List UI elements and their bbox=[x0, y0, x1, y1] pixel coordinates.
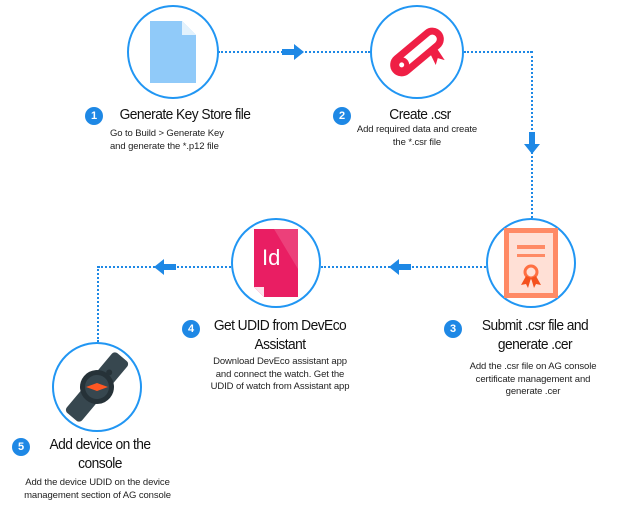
step-2-description: Add required data and create the *.csr f… bbox=[347, 124, 487, 149]
smartwatch-icon bbox=[65, 352, 129, 422]
step-3-description: Add the .csr file on AG console certific… bbox=[458, 361, 608, 399]
connector-4-5-vertical bbox=[97, 266, 99, 342]
desc-line: the *.csr file bbox=[392, 136, 442, 148]
title-line: generate .cer bbox=[497, 336, 573, 353]
desc-line: Add required data and create bbox=[356, 124, 478, 135]
arrow-left-icon bbox=[154, 259, 176, 275]
desc-line: certificate management and bbox=[475, 373, 591, 385]
desc-line: Add the device UDID on the device bbox=[25, 477, 170, 488]
step-5-badge: 5 bbox=[12, 438, 30, 456]
step-5-title: Add device on the console bbox=[36, 435, 165, 473]
step-1-description: Go to Build > Generate Key and generate … bbox=[110, 128, 270, 153]
title-line: Get UDID from DevEco bbox=[213, 317, 347, 334]
step-1-circle bbox=[127, 5, 219, 99]
step-3-circle bbox=[486, 218, 576, 308]
step-4-description: Download DevEco assistant app and connec… bbox=[200, 356, 360, 394]
step-1-badge: 1 bbox=[85, 107, 103, 125]
step-3-badge: 3 bbox=[444, 320, 462, 338]
certificate-icon bbox=[504, 228, 558, 298]
file-icon bbox=[150, 21, 196, 83]
indesign-file-icon: Id bbox=[254, 229, 298, 297]
step-4-badge: 4 bbox=[182, 320, 200, 338]
step-5-circle bbox=[52, 342, 142, 432]
desc-line: and connect the watch. Get the bbox=[215, 368, 345, 380]
title-line: Add device on the bbox=[49, 436, 151, 453]
arrow-left-icon bbox=[389, 259, 411, 275]
desc-line: UDID of watch from Assistant app bbox=[210, 381, 350, 392]
desc-line: Go to Build > Generate Key bbox=[110, 128, 224, 139]
title-line: Assistant bbox=[254, 336, 306, 353]
desc-line: and generate the *.p12 file bbox=[110, 140, 219, 152]
step-3-title: Submit .csr file and generate .cer bbox=[466, 316, 604, 354]
indesign-label: Id bbox=[262, 245, 280, 270]
connector-2-3-horizontal bbox=[464, 51, 532, 53]
diploma-scroll-icon bbox=[390, 27, 445, 77]
title-line: Submit .csr file and bbox=[481, 317, 589, 334]
title-line: console bbox=[78, 455, 122, 472]
desc-line: generate .cer bbox=[505, 386, 561, 397]
step-2-circle bbox=[370, 5, 464, 99]
step-5-description: Add the device UDID on the device manage… bbox=[10, 477, 185, 502]
desc-line: Download DevEco assistant app bbox=[213, 356, 347, 367]
arrow-right-icon bbox=[282, 44, 304, 60]
step-2-badge: 2 bbox=[333, 107, 351, 125]
desc-line: Add the .csr file on AG console bbox=[469, 361, 597, 372]
step-4-circle: Id bbox=[231, 218, 321, 308]
arrow-down-icon bbox=[524, 132, 540, 154]
step-4-title: Get UDID from DevEco Assistant bbox=[206, 316, 353, 354]
step-1-title: Generate Key Store file bbox=[119, 106, 251, 123]
step-2-title: Create .csr bbox=[389, 106, 451, 123]
desc-line: management section of AG console bbox=[24, 489, 171, 501]
